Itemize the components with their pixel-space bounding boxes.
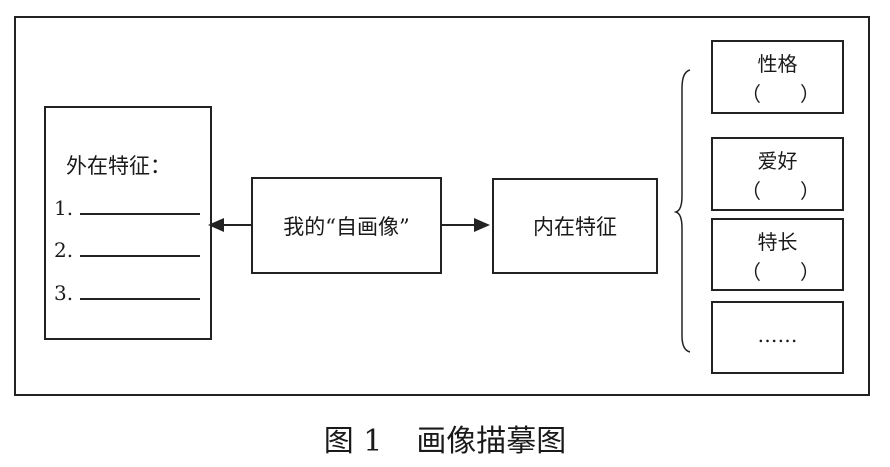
outer-feature-item-3: 3. [54, 281, 200, 305]
paren-open: （ [741, 260, 761, 284]
outer-features-title: 外在特征： [66, 154, 171, 178]
trait-box-hobby: 爱好 （ ） [711, 137, 844, 211]
trait-label: 特长 [757, 230, 798, 254]
item-number: 2. [54, 238, 74, 262]
trait-blank: （ ） [741, 175, 820, 204]
trait-label: 性格 [757, 52, 798, 76]
trait-label: 爱好 [757, 149, 798, 173]
figure-caption: 图 1 画像描摹图 [0, 416, 890, 460]
item-number: 3. [54, 281, 74, 305]
trait-box-personality: 性格 （ ） [711, 40, 844, 114]
outer-features-box: 外在特征： 1. 2. 3. [44, 106, 212, 340]
trait-blank: （ ） [741, 256, 820, 285]
figure-title: 画像描摹图 [416, 424, 567, 459]
paren-close: ） [800, 82, 820, 106]
item-number: 1. [54, 196, 74, 220]
diagram-frame [14, 16, 870, 396]
paren-close: ） [800, 179, 820, 203]
outer-feature-item-2: 2. [54, 238, 200, 262]
paren-open: （ [741, 82, 761, 106]
trait-blank: （ ） [741, 78, 820, 107]
blank-line [80, 199, 200, 215]
paren-open: （ [741, 179, 761, 203]
figure-number: 图 1 [323, 424, 383, 459]
blank-line [80, 241, 200, 257]
paren-close: ） [800, 260, 820, 284]
blank-line [80, 284, 200, 300]
inner-features-label: 内在特征 [533, 215, 617, 239]
outer-feature-item-1: 1. [54, 196, 200, 220]
trait-ellipsis: …… [757, 323, 798, 347]
inner-features-box: 内在特征 [492, 178, 658, 274]
trait-box-specialty: 特长 （ ） [711, 218, 844, 291]
self-portrait-box: 我的“自画像” [251, 177, 442, 274]
self-portrait-label: 我的“自画像” [283, 214, 410, 239]
trait-box-more: …… [711, 301, 844, 374]
